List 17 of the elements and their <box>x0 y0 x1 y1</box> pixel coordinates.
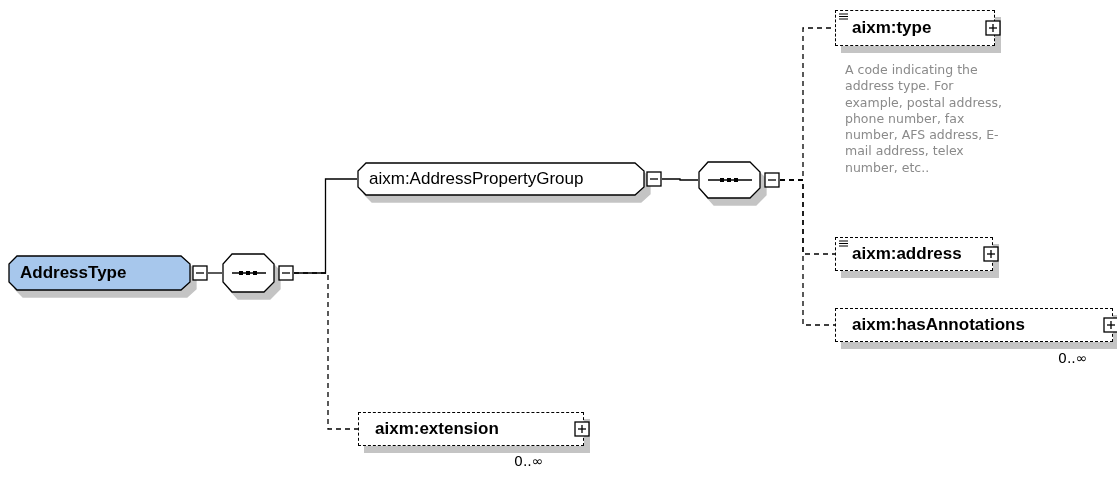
element-name: AddressType <box>20 263 127 283</box>
connector-line <box>207 272 223 274</box>
element-name: aixm:AddressPropertyGroup <box>369 169 584 189</box>
cardinality-label: 0..∞ <box>514 452 545 471</box>
type-node <box>8 255 208 291</box>
element-name: aixm:hasAnnotations <box>852 315 1025 335</box>
element-name: aixm:address <box>852 244 962 264</box>
element-name: aixm:extension <box>375 419 499 439</box>
cardinality-label: 0..∞ <box>1058 349 1089 368</box>
connector-line <box>293 272 359 430</box>
element-name: aixm:type <box>852 18 932 38</box>
annotation-text: A code indicating the address type. For example, postal address, phone number, fax number, AFS address, E-mail address, telex number, etc.. <box>845 62 1003 176</box>
group-node <box>357 162 662 196</box>
connector-line <box>661 178 699 181</box>
sequence-node <box>698 161 780 199</box>
connector-line <box>779 179 836 326</box>
sequence-node <box>222 253 294 293</box>
